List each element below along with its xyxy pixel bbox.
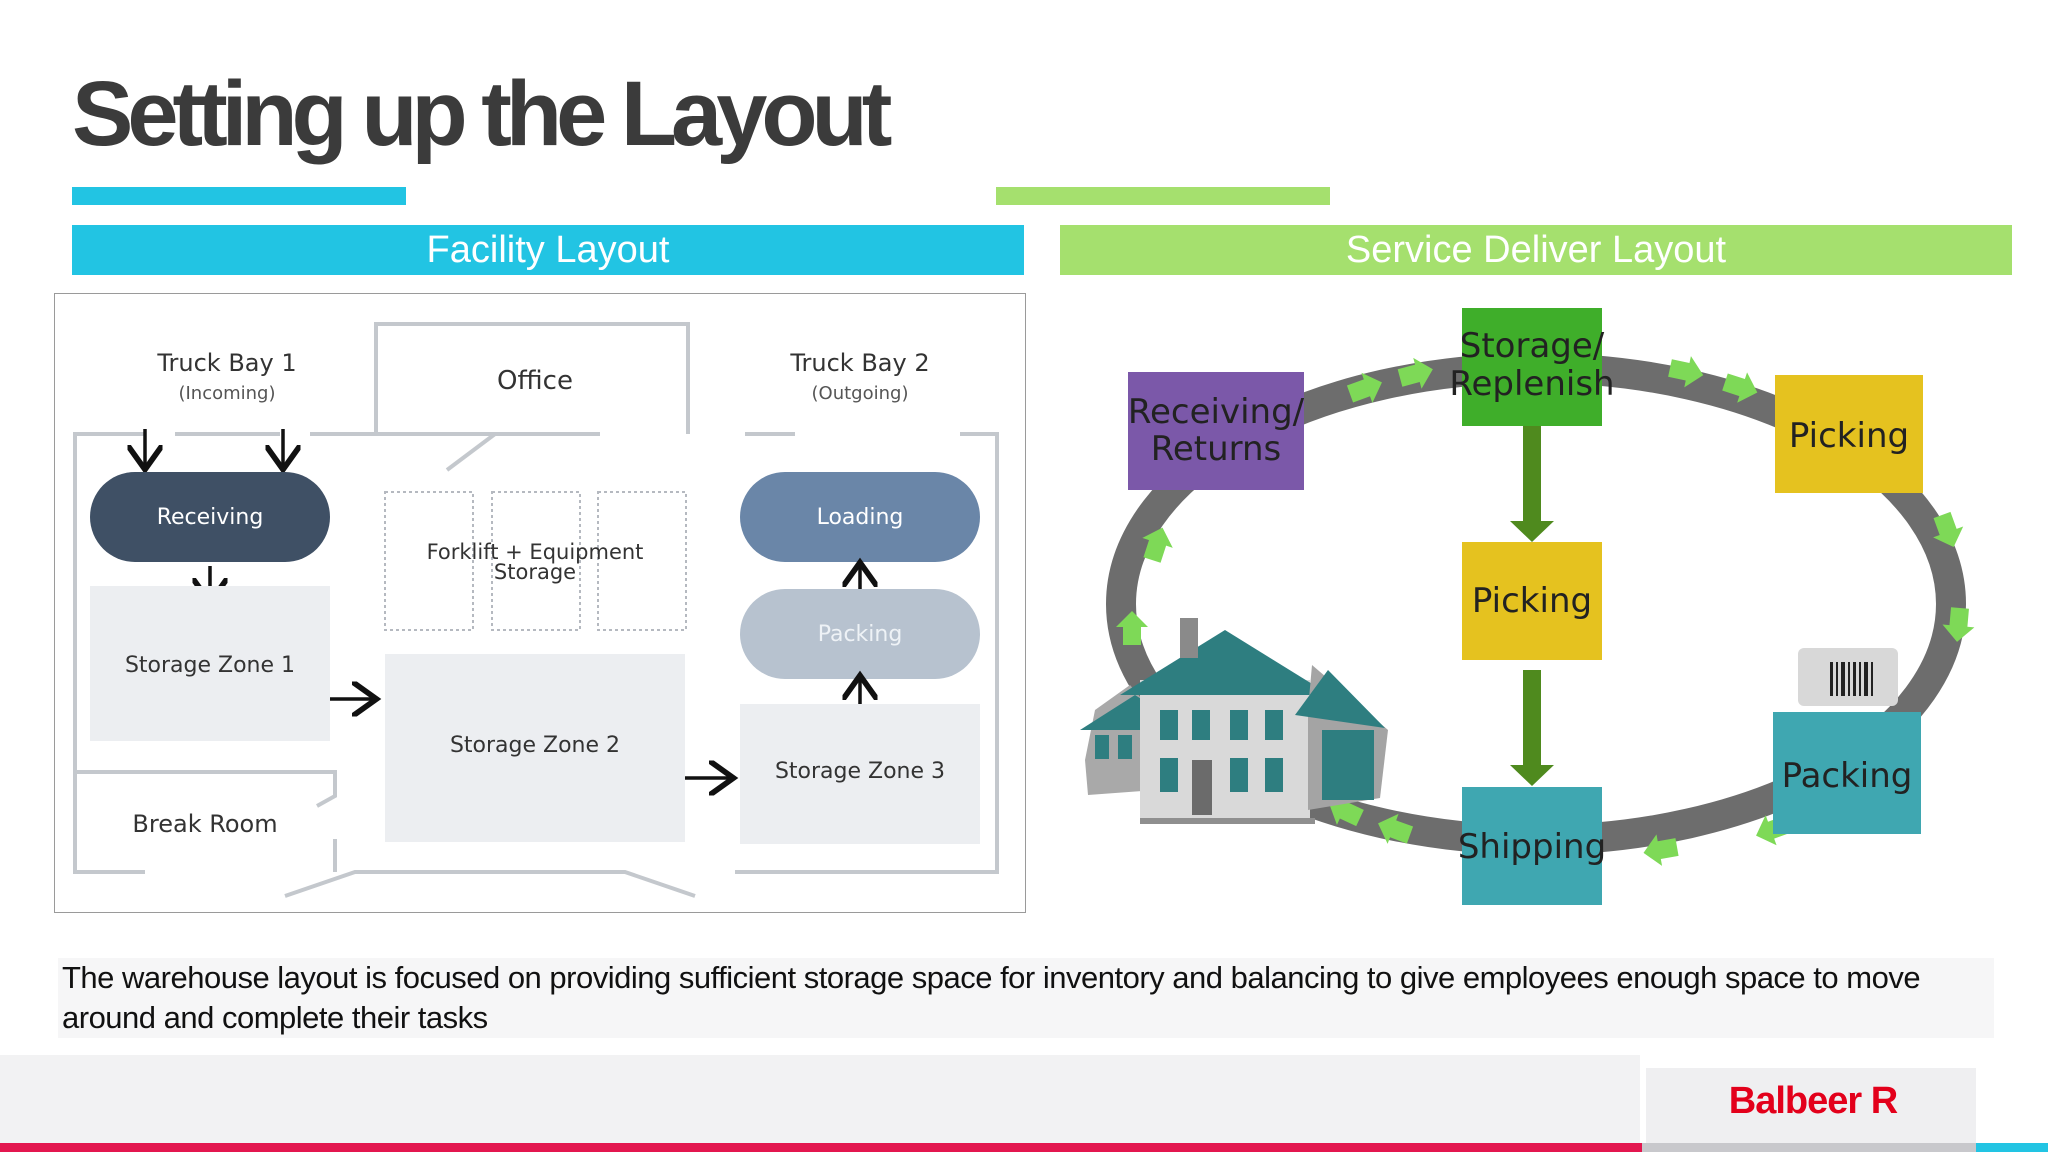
storage-zone-1 [90,586,330,741]
office-label: Office [497,366,573,396]
receiving-returns-box [1128,372,1304,490]
accent-bar-blue [72,187,406,205]
storage-zone-3-label: Storage Zone 3 [775,759,945,784]
truck-bay-1-sublabel: (Incoming) [178,383,275,404]
service-layout-header: Service Deliver Layout [1060,225,2012,275]
logo-panel [1646,1068,1976,1144]
facility-layout-diagram: Truck Bay 1 (Incoming) Truck Bay 2 (Outg… [54,293,1026,913]
barcode-lines [1830,662,1873,696]
break-room-label: Break Room [132,810,277,838]
accent-bar-green [996,187,1330,205]
truck-bay-1-label: Truck Bay 1 [156,349,296,377]
storage-replenish-box [1462,308,1602,426]
truck-bay-2-sublabel: (Outgoing) [812,383,909,404]
receiving-label: Receiving [157,505,264,530]
loading-zone [740,472,980,562]
storage-zone-3 [740,704,980,844]
picking-to-shipping-arrow-head [1510,765,1554,786]
footer-stripe-red [0,1143,1642,1152]
storage-zone-2 [385,654,685,842]
packing-zone [740,589,980,679]
receiving-zone [90,472,330,562]
service-delivery-diagram: Storage/ Replenish Receiving/ Returns Pi… [1060,290,2018,916]
picking-center-label: Picking [1472,581,1592,621]
picking-to-shipping-arrow-shaft [1523,670,1541,765]
packing-box [1773,712,1921,834]
shipping-label: Shipping [1458,827,1606,867]
forklift-storage-label-1: Forklift + Equipment [427,540,644,564]
forklift-storage-area [384,491,687,631]
page-title: Setting up the Layout [72,63,892,165]
storage-replenish-label-1: Storage/ [1460,326,1605,366]
receiving-returns-label-1: Receiving/ [1128,392,1305,432]
house-icon [1080,618,1388,824]
truck-bay-2-label: Truck Bay 2 [789,349,929,377]
author-logo: Balbeer R [1728,1080,1898,1122]
packing-label: Packing [818,622,903,647]
storage-zone-2-label: Storage Zone 2 [450,733,620,758]
storage-zone-1-label: Storage Zone 1 [125,653,295,678]
replenish-to-picking-arrow-shaft [1523,426,1541,521]
packing-service-label: Packing [1782,756,1913,796]
picking-center-box [1462,542,1602,660]
picking-right-box [1775,375,1923,493]
footer-stripe-gray [1642,1143,1976,1152]
footer-band [0,1055,1640,1145]
shipping-box [1462,787,1602,905]
footer-stripe-blue [1976,1143,2048,1152]
warehouse-walls [73,322,999,898]
picking-right-label: Picking [1789,416,1909,456]
slide-caption: The warehouse layout is focused on provi… [58,958,1994,1038]
receiving-returns-label-2: Returns [1151,429,1282,469]
facility-layout-header: Facility Layout [72,225,1024,275]
forklift-storage-label-2: Storage [494,560,576,584]
loading-label: Loading [817,505,904,530]
replenish-to-picking-arrow-head [1510,521,1554,542]
storage-replenish-label-2: Replenish [1449,364,1614,404]
